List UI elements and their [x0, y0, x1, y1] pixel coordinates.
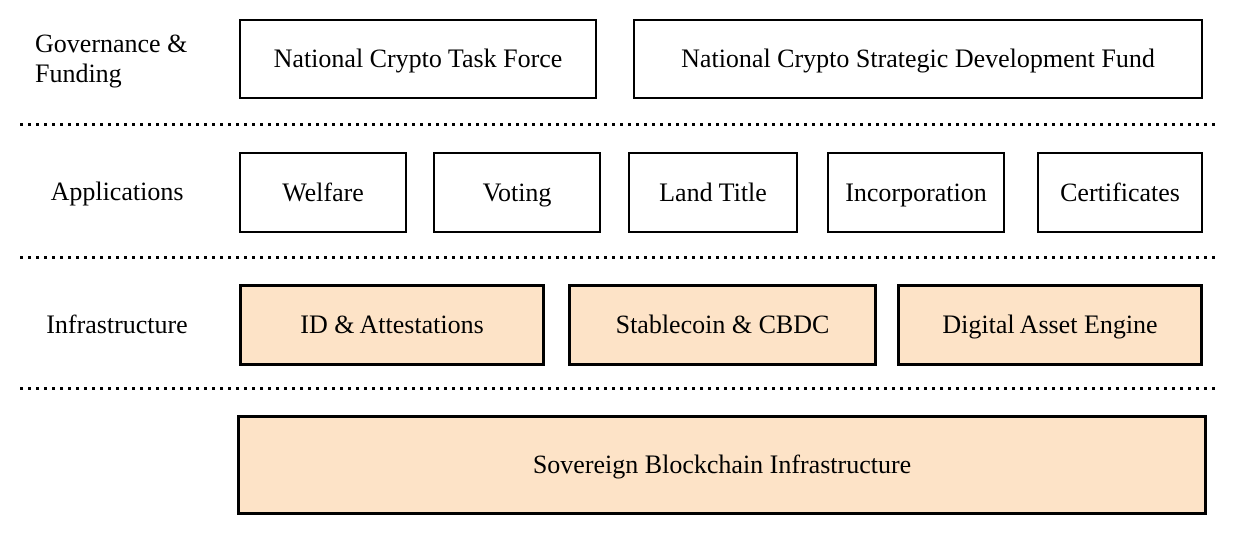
box-label: Stablecoin & CBDC	[615, 310, 830, 340]
box-stablecoin-cbdc: Stablecoin & CBDC	[568, 284, 877, 366]
layer-label-governance-funding: Governance & Funding	[0, 19, 234, 99]
box-label: Sovereign Blockchain Infrastructure	[532, 450, 912, 480]
layer-label-infrastructure: Infrastructure	[0, 284, 234, 366]
box-label: Land Title	[659, 177, 767, 207]
box-label: Digital Asset Engine	[942, 310, 1158, 340]
box-id-attestations: ID & Attestations	[239, 284, 545, 366]
box-label: National Crypto Task Force	[273, 44, 563, 74]
box-certificates: Certificates	[1037, 152, 1203, 233]
layer-label-applications: Applications	[0, 152, 234, 233]
box-label: ID & Attestations	[300, 310, 484, 340]
box-welfare: Welfare	[239, 152, 407, 233]
layer-label-text: Infrastructure	[46, 309, 188, 339]
layer-label-text: Applications	[50, 177, 184, 207]
divider-dotted-1	[20, 123, 1218, 126]
box-national-crypto-task-force: National Crypto Task Force	[239, 19, 597, 99]
box-label: Welfare	[282, 177, 364, 207]
box-label: Incorporation	[845, 177, 987, 207]
divider-dotted-3	[20, 387, 1218, 390]
layer-label-text: Governance & Funding	[35, 28, 188, 88]
divider-dotted-2	[20, 256, 1218, 259]
box-national-crypto-strategic-development-fund: National Crypto Strategic Development Fu…	[633, 19, 1203, 99]
box-label: Voting	[482, 177, 552, 207]
box-voting: Voting	[433, 152, 601, 233]
box-incorporation: Incorporation	[827, 152, 1005, 233]
box-label: Certificates	[1060, 177, 1180, 207]
box-sovereign-blockchain-infrastructure: Sovereign Blockchain Infrastructure	[237, 415, 1207, 515]
box-label: National Crypto Strategic Development Fu…	[681, 44, 1155, 74]
box-digital-asset-engine: Digital Asset Engine	[897, 284, 1203, 366]
box-land-title: Land Title	[628, 152, 798, 233]
